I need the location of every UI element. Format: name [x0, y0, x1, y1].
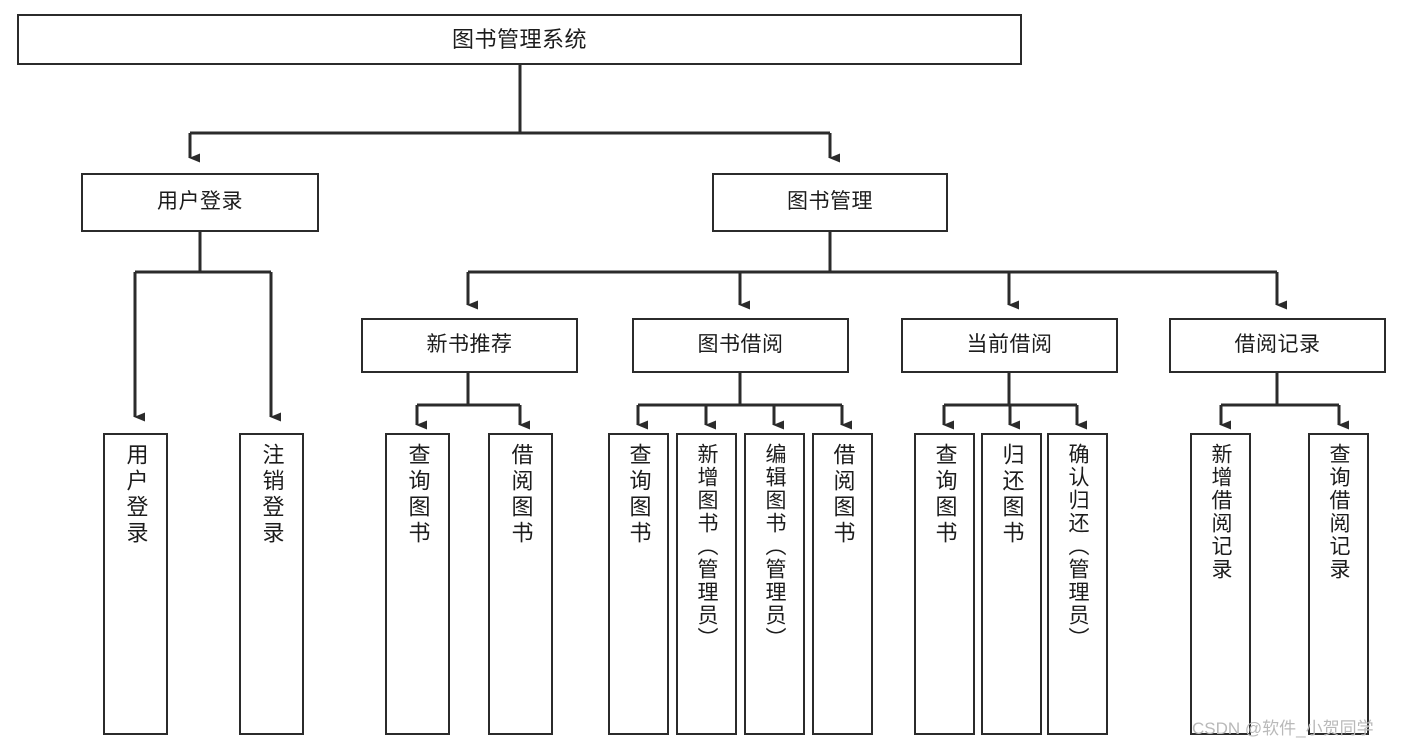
- node-user-login[interactable]: 用户登录: [81, 173, 319, 232]
- node-label: 注销登录: [259, 443, 285, 547]
- node-label: 查询图书: [626, 443, 652, 547]
- leaf-records-query-record[interactable]: 查询借阅记录: [1308, 433, 1369, 735]
- node-label: 用户登录: [157, 190, 243, 214]
- node-current-borrow[interactable]: 当前借阅: [901, 318, 1118, 373]
- node-label: 图书管理系统: [451, 26, 587, 52]
- node-label: 查询图书: [932, 443, 958, 547]
- node-label: 图书管理: [787, 190, 873, 214]
- leaf-borrow-edit-book-admin[interactable]: 编辑图书（管理员）: [744, 433, 805, 735]
- leaf-borrow-borrow-book[interactable]: 借阅图书: [812, 433, 873, 735]
- node-label: 确认归还（管理员）: [1066, 443, 1089, 650]
- leaf-current-query-book[interactable]: 查询图书: [914, 433, 975, 735]
- leaf-current-return-book[interactable]: 归还图书: [981, 433, 1042, 735]
- node-root-system[interactable]: 图书管理系统: [17, 14, 1022, 65]
- node-label: 借阅图书: [830, 443, 856, 547]
- node-label: 新增图书（管理员）: [695, 443, 718, 650]
- leaf-recommend-borrow-book[interactable]: 借阅图书: [488, 433, 553, 735]
- node-label: 新书推荐: [426, 333, 513, 357]
- node-label: 用户登录: [123, 443, 149, 547]
- leaf-user-login-signin[interactable]: 用户登录: [103, 433, 168, 735]
- node-label: 查询图书: [405, 443, 431, 547]
- node-borrow-records[interactable]: 借阅记录: [1169, 318, 1386, 373]
- node-book-management[interactable]: 图书管理: [712, 173, 948, 232]
- csdn-watermark: CSDN @软件_小贺同学: [1192, 719, 1374, 738]
- node-label: 借阅记录: [1234, 333, 1321, 357]
- leaf-current-confirm-return-admin[interactable]: 确认归还（管理员）: [1047, 433, 1108, 735]
- node-label: 归还图书: [999, 443, 1025, 547]
- leaf-user-login-signout[interactable]: 注销登录: [239, 433, 304, 735]
- leaf-borrow-query-book[interactable]: 查询图书: [608, 433, 669, 735]
- node-label: 借阅图书: [508, 443, 534, 547]
- node-label: 新增借阅记录: [1209, 443, 1232, 581]
- node-new-book-recommend[interactable]: 新书推荐: [361, 318, 578, 373]
- node-label: 当前借阅: [966, 333, 1053, 357]
- node-book-borrow[interactable]: 图书借阅: [632, 318, 849, 373]
- node-label: 编辑图书（管理员）: [763, 443, 786, 650]
- node-label: 图书借阅: [697, 333, 784, 357]
- leaf-recommend-query-book[interactable]: 查询图书: [385, 433, 450, 735]
- leaf-borrow-add-book-admin[interactable]: 新增图书（管理员）: [676, 433, 737, 735]
- node-label: 查询借阅记录: [1327, 443, 1350, 581]
- leaf-records-add-record[interactable]: 新增借阅记录: [1190, 433, 1251, 735]
